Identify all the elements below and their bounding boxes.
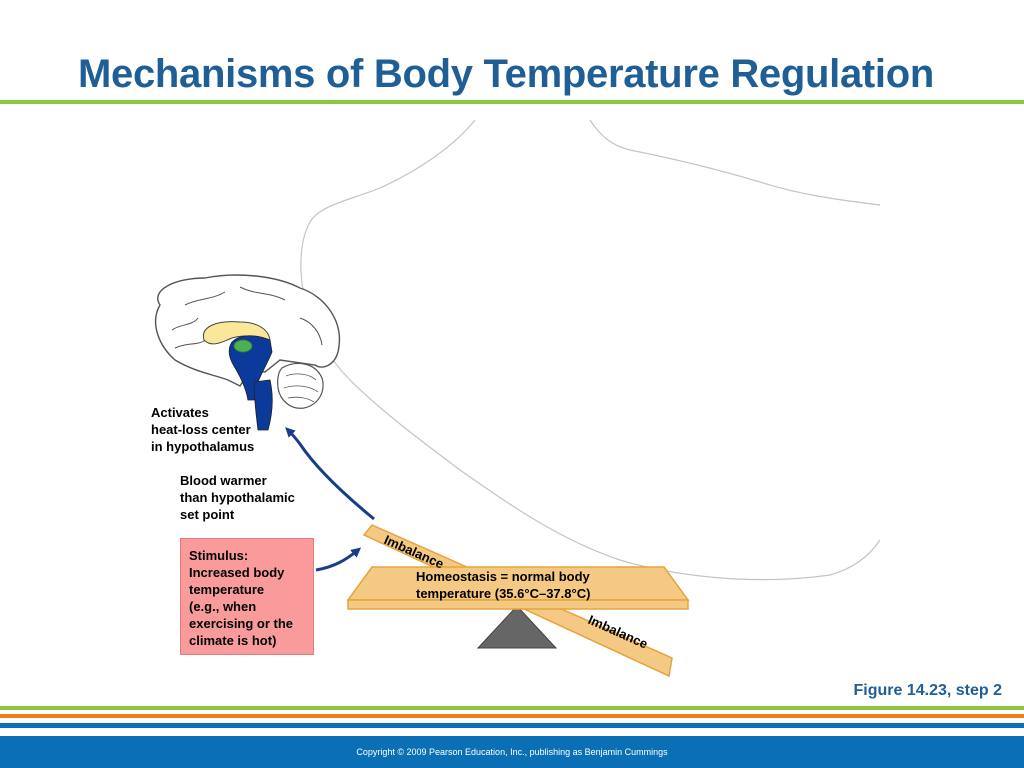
cerebellum-folds	[283, 373, 319, 403]
brain-illustration	[154, 274, 341, 431]
copyright-text: Copyright © 2009 Pearson Education, Inc.…	[356, 747, 668, 757]
blood-warmer-label: Blood warmer than hypothalamic set point	[180, 473, 295, 522]
brain-folds	[171, 286, 323, 349]
slide-title: Mechanisms of Body Temperature Regulatio…	[78, 52, 935, 96]
activates-label: Activates heat-loss center in hypothalam…	[151, 405, 255, 454]
brainstem	[253, 379, 273, 431]
diagram-canvas	[154, 119, 881, 678]
footer-rule-green	[0, 706, 1024, 710]
body-outline	[300, 119, 881, 581]
homeostasis-label: Homeostasis = normal body temperature (3…	[416, 569, 591, 601]
title-underline	[0, 100, 1024, 104]
arrow-to-brain	[285, 427, 375, 521]
homeostasis-board-edge	[347, 599, 689, 610]
footer-bar: Copyright © 2009 Pearson Education, Inc.…	[0, 736, 1024, 768]
seesaw-fulcrum	[476, 605, 558, 649]
footer-rule-blue	[0, 723, 1024, 728]
arrow-to-seesaw	[315, 547, 362, 572]
heat-loss-center	[233, 339, 253, 353]
footer-rule-orange	[0, 714, 1024, 718]
figure-caption: Figure 14.23, step 2	[853, 682, 1002, 699]
stimulus-box: Stimulus: Increased body temperature (e.…	[180, 538, 314, 655]
